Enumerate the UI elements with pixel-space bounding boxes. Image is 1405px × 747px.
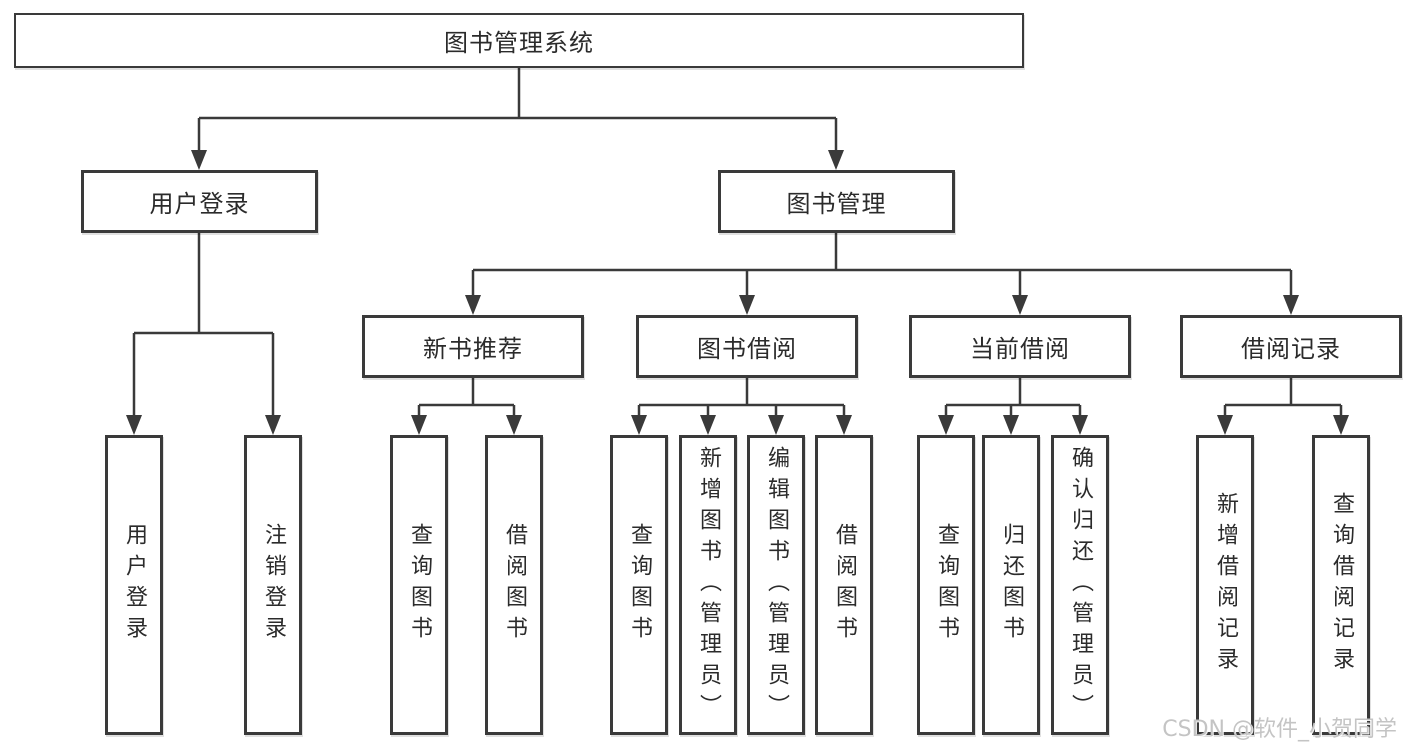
node-current-borrowing: 当前借阅 [909, 315, 1131, 378]
csdn-watermark: CSDN @软件_小贺同学 [1162, 717, 1397, 742]
connector-userlogin-to-leaves [126, 233, 281, 435]
leaf-user-login: 用户登录 [105, 435, 163, 735]
arrowhead-down-icon [828, 150, 844, 170]
connector-records-to-leaves [1217, 378, 1349, 435]
leaf-borrow-books-borrowing: 借阅图书 [815, 435, 873, 735]
leaf-query-books-recommend: 查询图书 [390, 435, 448, 735]
arrowhead-down-icon [1333, 415, 1349, 435]
arrowhead-down-icon [1012, 295, 1028, 315]
arrowhead-down-icon [1283, 295, 1299, 315]
connector-root-to-level2 [191, 68, 844, 170]
connector-borrow-to-leaves [631, 378, 852, 435]
connector-bookmgmt-to-level3 [465, 233, 1299, 315]
node-book-management: 图书管理 [718, 170, 955, 233]
arrowhead-down-icon [1003, 415, 1019, 435]
arrowhead-down-icon [1072, 415, 1088, 435]
arrowhead-down-icon [768, 415, 784, 435]
leaf-add-borrow-record: 新增借阅记录 [1196, 435, 1254, 735]
node-book-borrowing: 图书借阅 [636, 315, 858, 378]
arrowhead-down-icon [1217, 415, 1233, 435]
leaf-query-books-current: 查询图书 [917, 435, 975, 735]
arrowhead-down-icon [465, 295, 481, 315]
leaf-add-book-admin: 新增图书（管理员） [679, 435, 737, 735]
leaf-return-books: 归还图书 [982, 435, 1040, 735]
arrowhead-down-icon [836, 415, 852, 435]
node-library-management-system: 图书管理系统 [14, 13, 1024, 68]
node-borrowing-records: 借阅记录 [1180, 315, 1402, 378]
leaf-query-books-borrowing: 查询图书 [610, 435, 668, 735]
arrowhead-down-icon [700, 415, 716, 435]
arrowhead-down-icon [938, 415, 954, 435]
node-new-book-recommendation: 新书推荐 [362, 315, 584, 378]
leaf-confirm-return-admin: 确认归还（管理员） [1051, 435, 1109, 735]
connector-newbook-to-leaves [411, 378, 522, 435]
leaf-borrow-books-recommend: 借阅图书 [485, 435, 543, 735]
arrowhead-down-icon [411, 415, 427, 435]
arrowhead-down-icon [739, 295, 755, 315]
connector-current-to-leaves [938, 378, 1088, 435]
leaf-query-borrow-record: 查询借阅记录 [1312, 435, 1370, 735]
arrowhead-down-icon [265, 415, 281, 435]
leaf-logout: 注销登录 [244, 435, 302, 735]
arrowhead-down-icon [631, 415, 647, 435]
node-user-login: 用户登录 [81, 170, 318, 233]
leaf-edit-book-admin: 编辑图书（管理员） [747, 435, 805, 735]
arrowhead-down-icon [506, 415, 522, 435]
arrowhead-down-icon [191, 150, 207, 170]
arrowhead-down-icon [126, 415, 142, 435]
